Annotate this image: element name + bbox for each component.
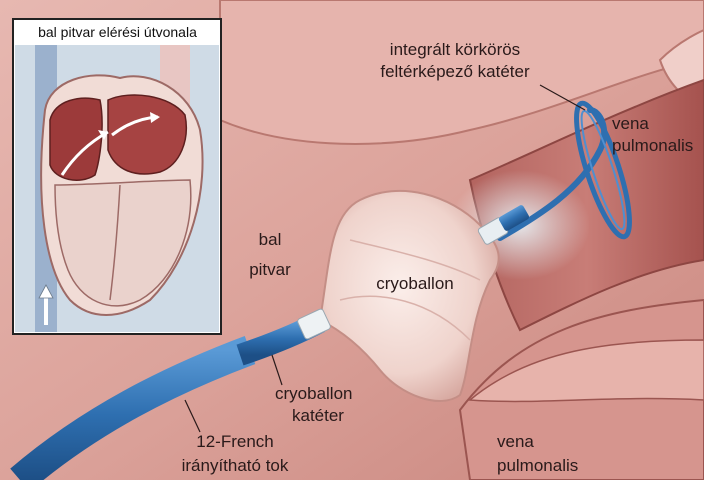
inset-title: bal pitvar elérési útvonala [15,21,220,43]
cryo-catheter-label-line1: cryoballon [275,384,353,404]
vena-bottom-label-line1: vena [497,432,534,452]
mapping-catheter-label-line2: feltérképező katéter [360,62,550,82]
left-atrium-label-line2: pitvar [240,260,300,280]
left-atrium-label-line1: bal [240,230,300,250]
left-atrium-chamber [108,95,186,174]
sheath-label-line1: 12-French [170,432,300,452]
vena-top-label-line1: vena [612,114,649,134]
cryoballoon-label: cryoballon [360,274,470,294]
mapping-catheter-label-line1: integrált körkörös [360,40,550,60]
vena-top-label-line2: pulmonalis [612,136,693,156]
cryo-catheter-label-line2: katéter [292,406,344,426]
vena-bottom-label-line2: pulmonalis [497,456,578,476]
sheath-label-line2: irányítható tok [170,456,300,476]
